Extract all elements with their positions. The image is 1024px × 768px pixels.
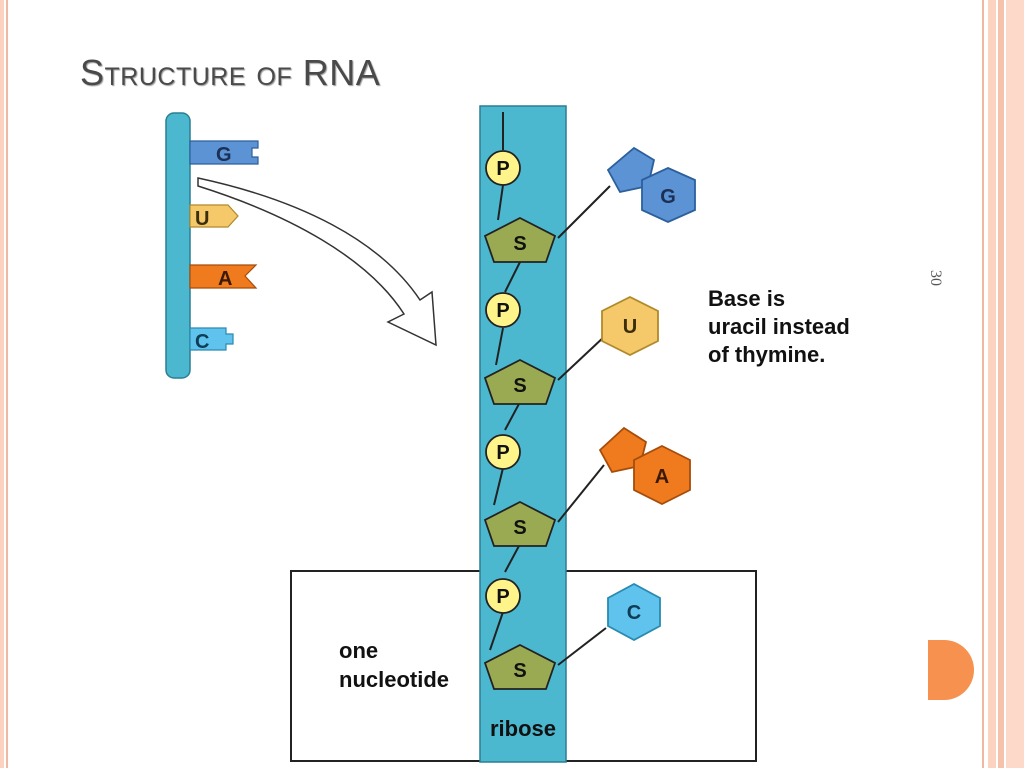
box-label-line: nucleotide [339, 667, 449, 692]
strand-backbone [165, 112, 191, 379]
base-bond [557, 627, 607, 666]
sugar: S [483, 500, 557, 547]
sugar: S [483, 643, 557, 690]
base-bond [557, 464, 605, 523]
sugar-label: S [513, 375, 526, 397]
page-title: Structure of RNA [80, 52, 381, 93]
phosphate: P [485, 434, 521, 470]
base-cytosine: C [607, 582, 661, 642]
strand-base-label: G [216, 144, 232, 166]
phosphate: P [485, 578, 521, 614]
strand-base-label: U [195, 208, 209, 230]
strand-base-g: G [189, 140, 259, 166]
strand-base-c: C [189, 327, 234, 353]
right-stripe [988, 0, 996, 768]
strand-base-a: A [189, 264, 258, 290]
sugar-label: S [513, 233, 526, 255]
sugar: S [483, 358, 557, 405]
curved-arrow [197, 177, 437, 347]
base-label: C [627, 602, 641, 624]
phosphate-label: P [496, 158, 509, 180]
sugar: S [483, 216, 557, 263]
slide-frame [6, 0, 984, 768]
base-label: A [655, 466, 669, 488]
base-label: G [660, 186, 676, 208]
left-stripe [0, 0, 4, 768]
strand-base-u: U [189, 204, 239, 230]
base-guanine: G [606, 146, 696, 223]
right-stripe [1006, 0, 1024, 768]
phosphate: P [485, 292, 521, 328]
base-uracil: U [601, 295, 659, 357]
base-bond [557, 185, 611, 239]
note-line: of thymine. [708, 342, 825, 367]
box-label-line: one [339, 638, 378, 663]
sugar-label: S [513, 517, 526, 539]
phosphate-label: P [496, 300, 509, 322]
note-line: Base is [708, 286, 785, 311]
base-bond [557, 334, 607, 381]
phosphate: P [485, 150, 521, 186]
phosphate-label: P [496, 442, 509, 464]
backbone-line [489, 112, 521, 651]
strand-base-label: C [195, 331, 209, 353]
base-adenine: A [598, 426, 691, 506]
base-label: U [623, 316, 637, 338]
note-line: uracil instead [708, 314, 850, 339]
right-stripe [998, 0, 1004, 768]
accent-tab [928, 640, 974, 700]
strand-base-label: A [218, 268, 232, 290]
phosphate-label: P [496, 586, 509, 608]
ribose-label: ribose [490, 716, 556, 741]
sugar-label: S [513, 660, 526, 682]
